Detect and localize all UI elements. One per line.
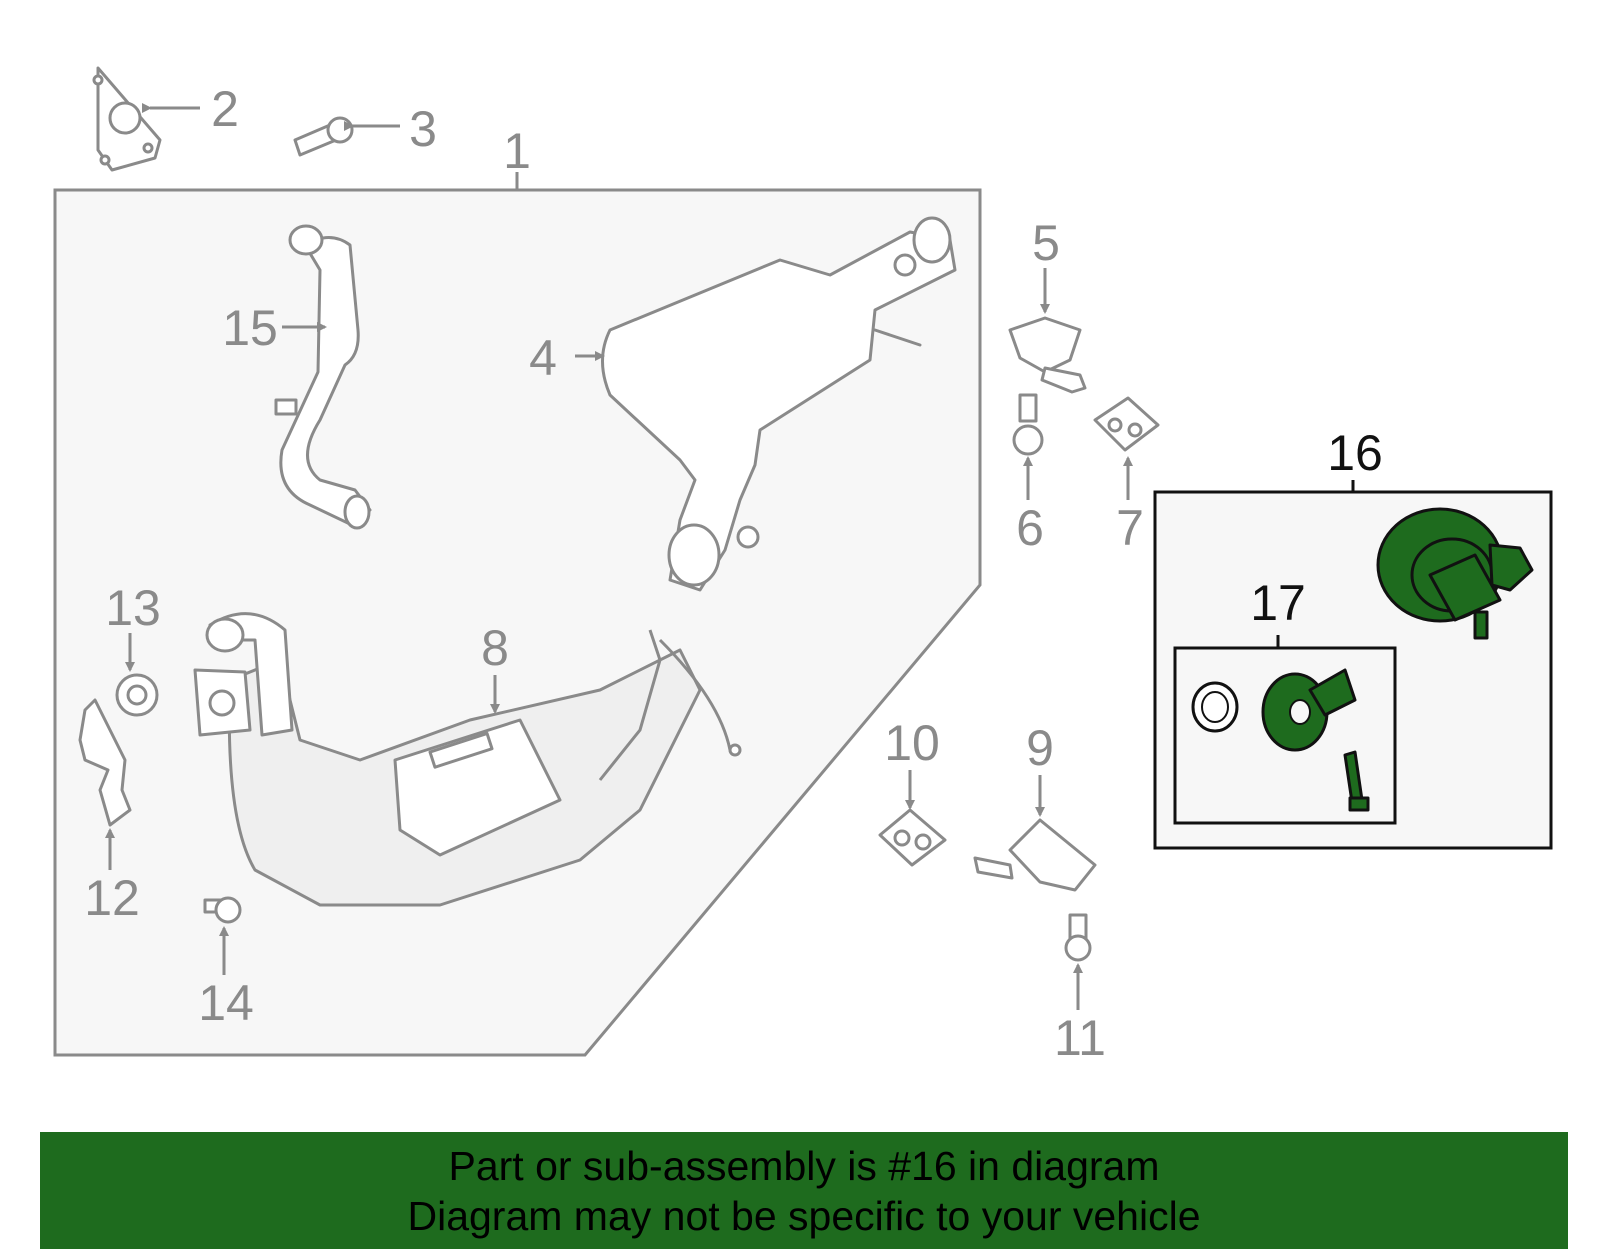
bracket-part-5[interactable] bbox=[1008, 268, 1087, 394]
callout-1: 1 bbox=[503, 123, 531, 179]
muffler-part-4[interactable] bbox=[575, 216, 957, 592]
bolt-part-6[interactable] bbox=[1012, 393, 1044, 500]
pipe-part-15[interactable] bbox=[274, 224, 372, 530]
info-banner: Part or sub-assembly is #16 in diagram D… bbox=[40, 1132, 1568, 1249]
callout-13: 13 bbox=[105, 580, 161, 636]
banner-line-2: Diagram may not be specific to your vehi… bbox=[407, 1193, 1201, 1239]
stud-part-3[interactable] bbox=[293, 116, 400, 157]
callout-12: 12 bbox=[84, 870, 140, 926]
gasket-part-2[interactable] bbox=[92, 66, 200, 172]
callout-15: 15 bbox=[222, 300, 278, 356]
callout-17: 17 bbox=[1250, 575, 1306, 631]
callout-14: 14 bbox=[198, 975, 254, 1031]
callout-10: 10 bbox=[884, 715, 940, 771]
subassembly-17-box[interactable] bbox=[1173, 635, 1397, 825]
callout-16: 16 bbox=[1327, 425, 1383, 481]
callout-11: 11 bbox=[1054, 1010, 1106, 1066]
callout-2: 2 bbox=[211, 81, 239, 137]
bolt-part-17[interactable] bbox=[1343, 750, 1370, 812]
callout-9: 9 bbox=[1026, 720, 1054, 776]
adapter-flange-part-17[interactable] bbox=[1261, 668, 1357, 752]
callout-6: 6 bbox=[1016, 500, 1044, 556]
insulator-part-7[interactable] bbox=[1093, 396, 1160, 500]
insulator-part-10[interactable] bbox=[878, 770, 947, 867]
callout-5: 5 bbox=[1032, 215, 1060, 271]
callout-3: 3 bbox=[409, 101, 437, 157]
bolt-part-14[interactable] bbox=[203, 896, 242, 975]
bracket-part-9[interactable] bbox=[973, 775, 1097, 892]
callout-8: 8 bbox=[481, 620, 509, 676]
bracket-part-12[interactable] bbox=[78, 698, 132, 870]
gasket-ring-part-17[interactable] bbox=[1191, 681, 1239, 733]
banner-line-1: Part or sub-assembly is #16 in diagram bbox=[448, 1143, 1160, 1189]
converter-part-8[interactable] bbox=[193, 612, 742, 907]
callout-7: 7 bbox=[1116, 500, 1144, 556]
nut-part-13[interactable] bbox=[115, 633, 159, 717]
callout-4: 4 bbox=[529, 330, 557, 386]
bolt-part-11[interactable] bbox=[1064, 913, 1092, 1010]
egr-valve-part-16[interactable] bbox=[1376, 507, 1534, 640]
